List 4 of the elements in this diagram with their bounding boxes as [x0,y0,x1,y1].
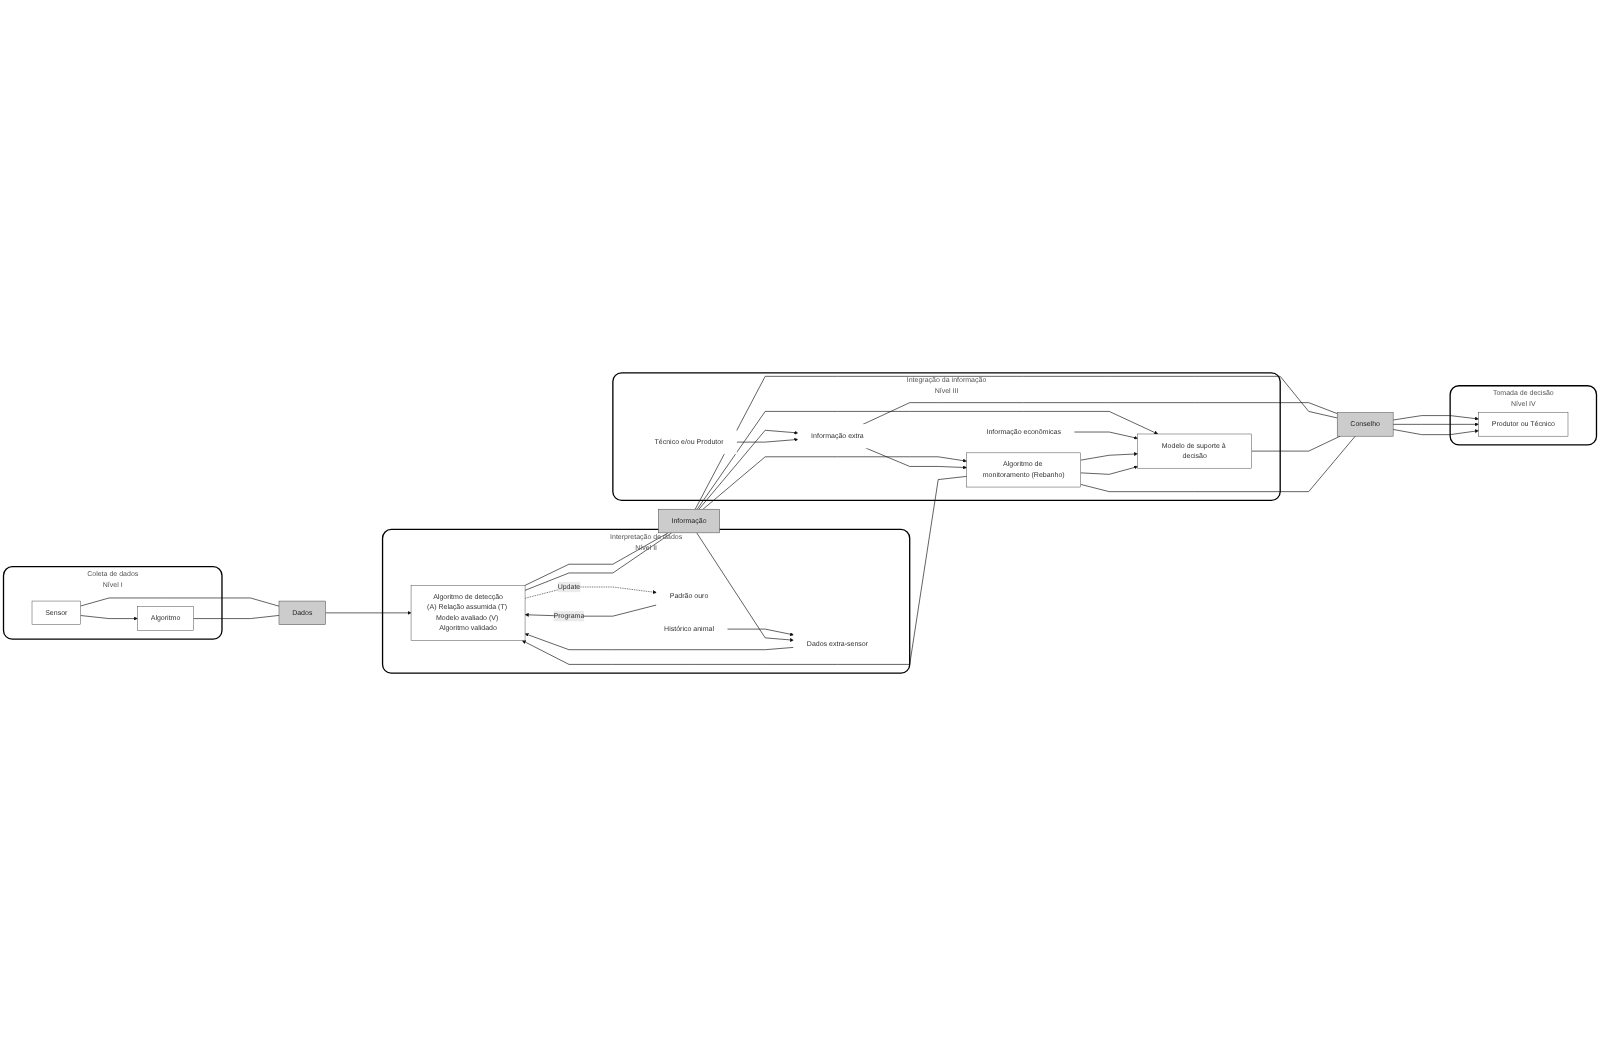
connector [80,597,280,607]
connector [862,402,1338,425]
connector [1251,435,1341,452]
connector [193,615,280,619]
